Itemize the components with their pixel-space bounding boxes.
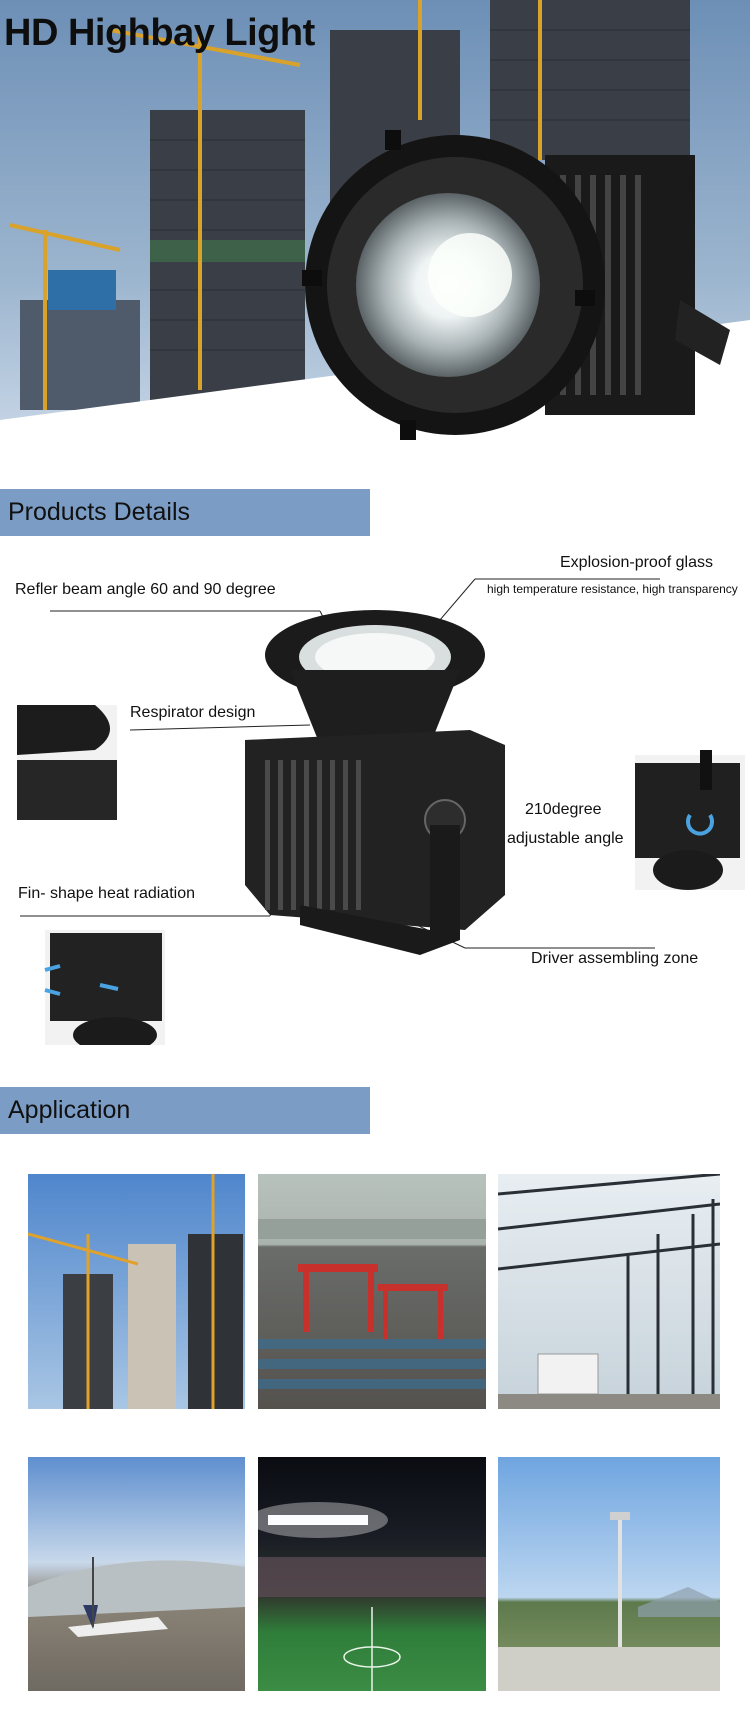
steel-structure-warehouse-photo (498, 1174, 720, 1409)
products-details-title: Products Details (8, 498, 191, 526)
fin-heat-radiation-label: Fin- shape heat radiation (18, 885, 195, 902)
adjustable-angle-label: adjustable angle (507, 830, 624, 847)
hero-banner: HD Highbay Light (0, 0, 750, 470)
adjustable-angle-detail-image (635, 750, 745, 890)
glass-features-label: high temperature resistance, high transp… (487, 582, 738, 596)
fin-heat-detail-image (44, 930, 165, 1045)
driver-assembling-zone-label: Driver assembling zone (531, 950, 699, 967)
explosion-proof-glass-label: Explosion-proof glass (560, 554, 713, 571)
angle-value-label: 210degree (525, 801, 602, 818)
product-diagram (17, 578, 745, 1045)
highbay-light-diagram (245, 610, 505, 955)
respirator-detail-image (17, 705, 117, 820)
airport-terminal-photo (28, 1457, 245, 1691)
page-title: HD Highbay Light (4, 12, 315, 54)
beam-angle-label: Refler beam angle 60 and 90 degree (15, 581, 276, 598)
stadium-lighting-photo (258, 1457, 486, 1691)
callout-lines (20, 578, 660, 949)
hero-illustration (0, 0, 750, 470)
application-title: Application (8, 1096, 131, 1124)
construction-site-photo (28, 1174, 245, 1409)
crane-icon (9, 0, 542, 410)
products-details-header: Products Details (0, 489, 370, 536)
application-header: Application (0, 1087, 370, 1134)
container-port-photo (258, 1174, 486, 1409)
respirator-design-label: Respirator design (130, 704, 256, 721)
highbay-light-product (302, 130, 730, 440)
high-mast-lighting-photo (498, 1457, 720, 1691)
